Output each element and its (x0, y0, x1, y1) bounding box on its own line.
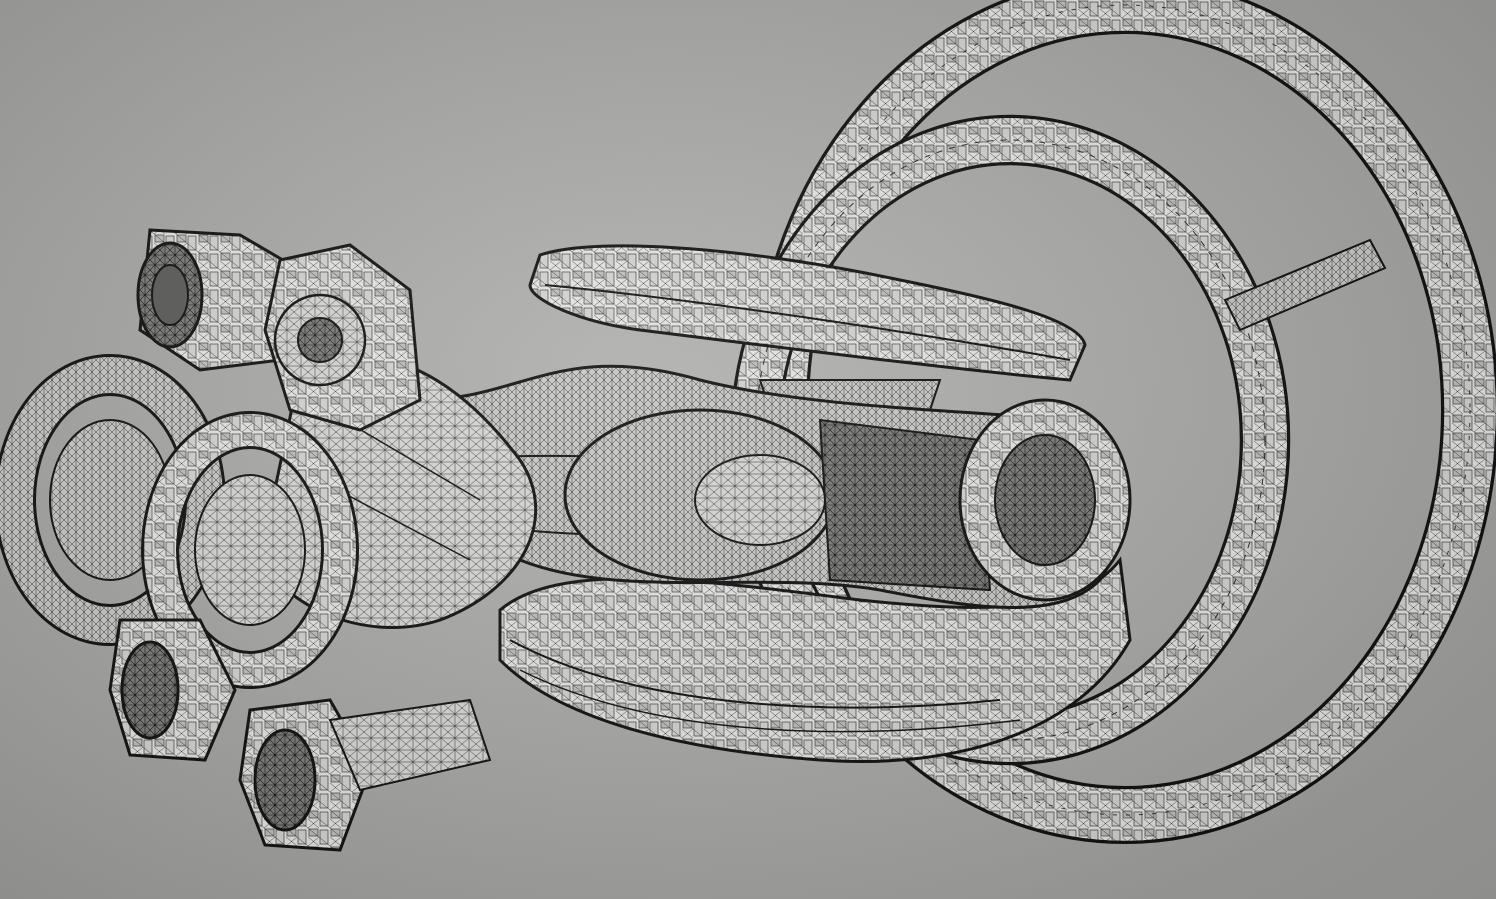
lower-engine-pod-right (238, 698, 492, 852)
tail-bulb (563, 408, 837, 582)
upper-gear-pod (263, 243, 422, 432)
